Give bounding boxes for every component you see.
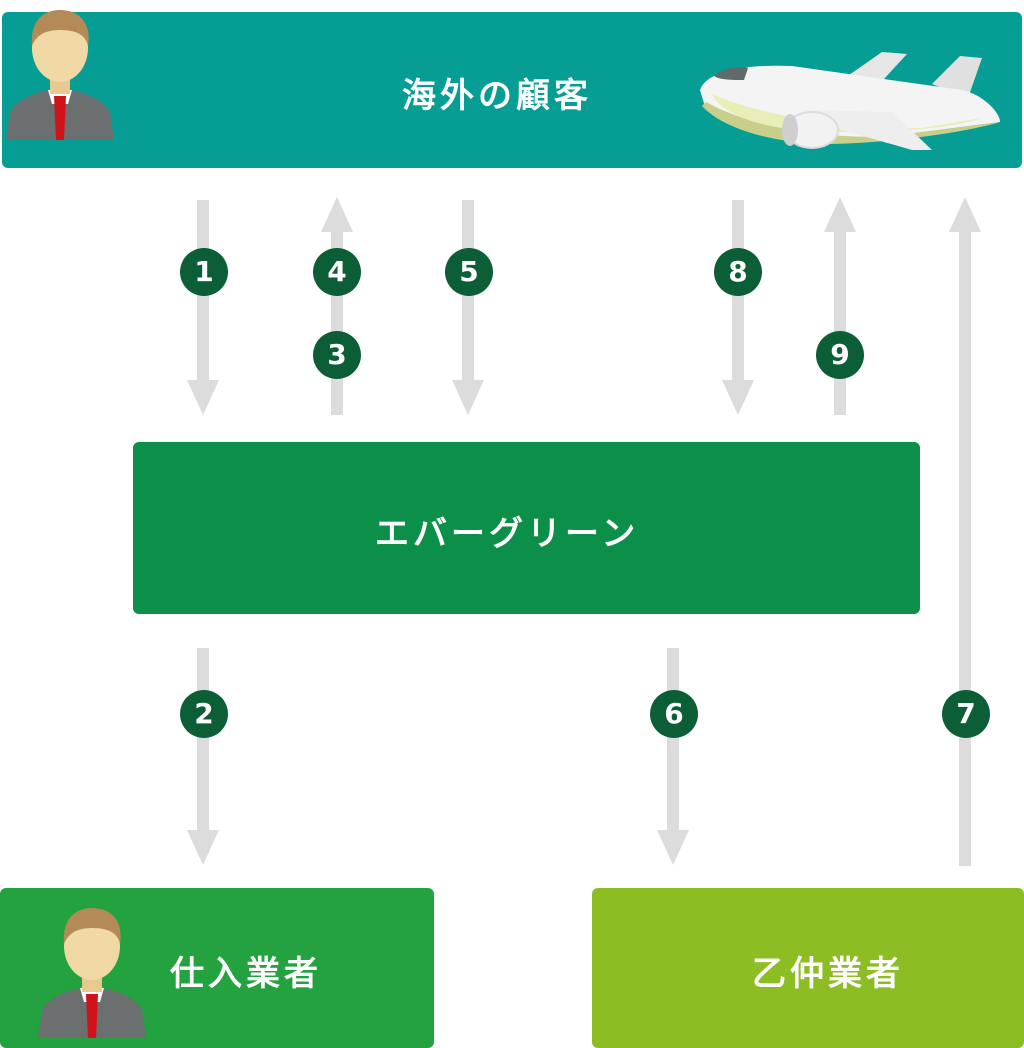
step-badge-3: 3 — [313, 331, 361, 379]
step-badge-1: 1 — [180, 248, 228, 296]
step-badge-6: 6 — [650, 690, 698, 738]
airplane-icon — [700, 52, 1000, 150]
arrow-step-1 — [187, 200, 219, 415]
customer-box: 海外の顧客 — [2, 12, 1022, 168]
evergreen-box: エバーグリーン — [133, 442, 920, 614]
supplier-label: 仕入業者 — [170, 954, 322, 994]
step-badge-2: 2 — [180, 690, 228, 738]
arrow-step-6 — [657, 648, 689, 865]
customer-label: 海外の顧客 — [402, 76, 592, 116]
step-badge-4: 4 — [313, 248, 361, 296]
step-badge-9: 9 — [816, 331, 864, 379]
broker-label: 乙仲業者 — [752, 954, 904, 994]
arrow-step-7 — [949, 197, 981, 866]
person-icon — [6, 10, 114, 140]
step-badge-7: 7 — [942, 690, 990, 738]
arrow-step-9 — [824, 197, 856, 415]
person-icon — [38, 908, 146, 1038]
step-badge-8: 8 — [714, 248, 762, 296]
arrow-step-8 — [722, 200, 754, 415]
supplier-box: 仕入業者 — [0, 888, 434, 1048]
broker-box: 乙仲業者 — [592, 888, 1024, 1048]
step-badge-5: 5 — [445, 248, 493, 296]
arrow-step-5 — [452, 200, 484, 415]
arrow-step-2 — [187, 648, 219, 865]
evergreen-label: エバーグリーン — [375, 514, 640, 554]
arrow-step-3-4 — [321, 197, 353, 415]
